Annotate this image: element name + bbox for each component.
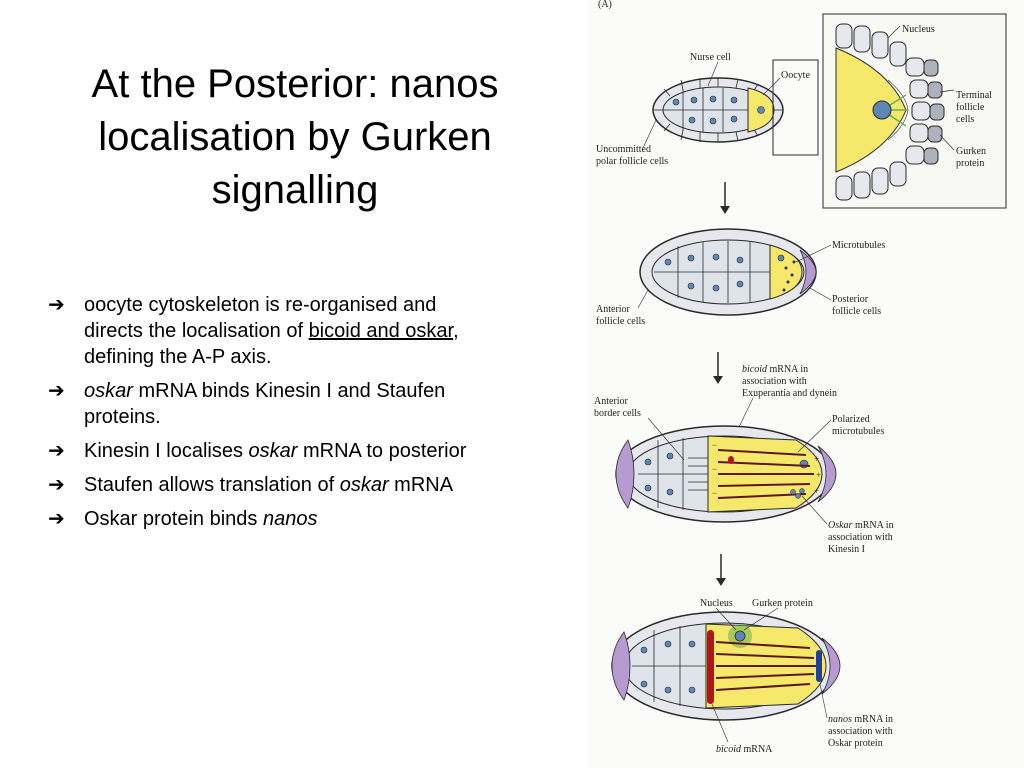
plus-sign: +: [814, 454, 819, 464]
plus-sign: +: [816, 470, 821, 480]
plus-sign: +: [814, 486, 819, 496]
bullet-text: Staufen allows translation of: [84, 474, 340, 496]
stage-2-egg-chamber: [639, 228, 817, 316]
label-microtubules: Microtubules: [832, 240, 885, 251]
bullet-underlined-text: bicoid and oskar: [308, 320, 454, 342]
title-line: localisation by Gurken: [98, 115, 492, 159]
label-bicoid-mrna: bicoid mRNA: [716, 744, 773, 755]
label-bicoid-association: bicoid mRNA in: [742, 364, 808, 375]
bullet-italic-text: nanos: [262, 508, 318, 530]
slide-title: At the Posterior: nanos localisation by …: [40, 58, 550, 217]
label-polarized-microtubules: microtubules: [832, 426, 884, 437]
bullet-text: Oskar protein binds: [84, 508, 263, 530]
bullet-item: ➔ Kinesin I localises oskar mRNA to post…: [48, 438, 468, 464]
label-oskar-association: Oskar mRNA in: [828, 520, 894, 531]
stage-3-egg-chamber: − − − + + +: [615, 425, 837, 523]
label-polarized-microtubules: Polarized: [832, 414, 870, 425]
label-uncommitted: Uncommitted: [596, 144, 651, 155]
label-gurken-protein: Gurken: [956, 146, 986, 157]
label-bicoid-association: association with: [742, 376, 807, 387]
zoom-inset: [822, 13, 1007, 209]
bullet-text: oocyte cytoskeleton is re-organised and …: [84, 294, 437, 342]
label-anterior-border-cells: Anterior: [594, 396, 629, 407]
down-arrow-icon: [713, 352, 723, 384]
label-bicoid-association: Exuperantia and dynein: [742, 388, 837, 399]
arrow-bullet-icon: ➔: [48, 380, 65, 402]
title-line: signalling: [211, 168, 379, 212]
label-uncommitted: polar follicle cells: [596, 156, 668, 167]
label-nanos-association: Oskar protein: [828, 738, 883, 749]
label-nanos-association: nanos mRNA in: [828, 714, 893, 725]
bullet-item: ➔ Staufen allows translation of oskar mR…: [48, 472, 468, 498]
label-oskar-association: Kinesin I: [828, 544, 865, 555]
down-arrow-icon: [716, 554, 726, 586]
arrow-bullet-icon: ➔: [48, 474, 65, 496]
bullet-text: , defining the A-P axis.: [84, 320, 459, 368]
bullet-text: Kinesin I localises: [84, 440, 249, 462]
bullet-italic-text: oskar: [248, 440, 298, 462]
label-gurken-protein: protein: [956, 158, 984, 169]
oogenesis-figure: (A): [588, 0, 1024, 768]
panel-label: (A): [598, 0, 612, 10]
label-oskar-association: association with: [828, 532, 893, 543]
stage-1-egg-chamber: [652, 59, 819, 156]
arrow-bullet-icon: ➔: [48, 508, 65, 530]
figure-svg: (A): [594, 0, 1007, 755]
stage-4-egg-chamber: [611, 611, 841, 721]
bullet-list: ➔ oocyte cytoskeleton is re-organised an…: [48, 292, 468, 540]
bullet-text: mRNA: [388, 474, 454, 496]
label-gurken-protein: Gurken protein: [752, 598, 813, 609]
label-posterior-follicle-cells: follicle cells: [832, 306, 881, 317]
label-terminal-follicle: follicle: [956, 102, 985, 113]
label-terminal-follicle: cells: [956, 114, 974, 125]
label-posterior-follicle-cells: Posterior: [832, 294, 869, 305]
label-anterior-follicle-cells: follicle cells: [596, 316, 645, 327]
label-nucleus: Nucleus: [700, 598, 733, 609]
arrow-bullet-icon: ➔: [48, 294, 65, 316]
bullet-italic-text: oskar: [84, 380, 133, 402]
minus-sign: −: [712, 464, 717, 474]
minus-sign: −: [712, 488, 717, 498]
bullet-item: ➔ Oskar protein binds nanos: [48, 506, 468, 532]
label-terminal-follicle: Terminal: [956, 90, 992, 101]
label-nanos-association: association with: [828, 726, 893, 737]
label-nurse-cell: Nurse cell: [690, 52, 731, 63]
bullet-text: mRNA binds Kinesin I and Staufen protein…: [84, 380, 446, 428]
bullet-item: ➔ oskar mRNA binds Kinesin I and Staufen…: [48, 378, 468, 430]
bullet-text: mRNA to posterior: [297, 440, 467, 462]
label-anterior-follicle-cells: Anterior: [596, 304, 631, 315]
label-anterior-border-cells: border cells: [594, 408, 641, 419]
bullet-italic-text: oskar: [339, 474, 389, 496]
arrow-bullet-icon: ➔: [48, 440, 65, 462]
title-line: At the Posterior: nanos: [91, 62, 499, 106]
down-arrow-icon: [720, 182, 730, 214]
bullet-item: ➔ oocyte cytoskeleton is re-organised an…: [48, 292, 468, 370]
label-nucleus: Nucleus: [902, 24, 935, 35]
minus-sign: −: [712, 440, 717, 450]
label-oocyte: Oocyte: [781, 70, 810, 81]
